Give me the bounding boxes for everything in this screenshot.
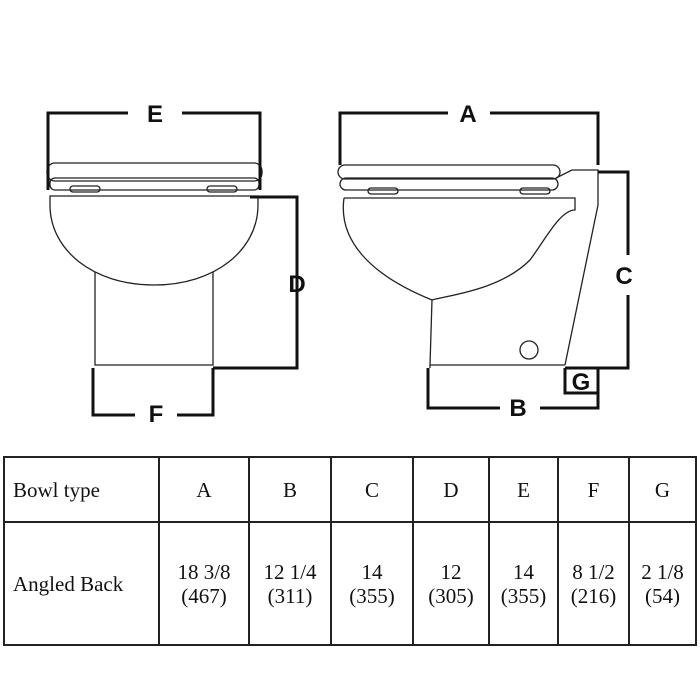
- side-view: [337, 164, 599, 368]
- value-mm: (355): [500, 583, 547, 608]
- table-cell: 14(355): [330, 521, 414, 646]
- header-cell: F: [557, 456, 630, 523]
- dimension-lines: [46, 111, 630, 417]
- value-inch: 12: [440, 559, 462, 584]
- table-cell: 12(305): [412, 521, 490, 646]
- value-inch: 12 1/4: [263, 559, 317, 584]
- value-inch: 2 1/8: [641, 559, 684, 584]
- value-mm: (54): [645, 583, 680, 608]
- table-header-row: Bowl type A B C D E F G: [3, 456, 697, 523]
- table-cell: 8 1/2(216): [557, 521, 630, 646]
- toilet-drawing: E D F A C B G: [46, 101, 633, 428]
- dim-label-d: D: [288, 271, 305, 298]
- header-cell: G: [628, 456, 697, 523]
- dim-label-g: G: [572, 369, 591, 396]
- table-cell: 18 3/8(467): [158, 521, 250, 646]
- value-inch: 18 3/8: [177, 559, 231, 584]
- header-cell: E: [488, 456, 559, 523]
- front-view: [46, 162, 263, 366]
- row-label: Angled Back: [3, 521, 160, 646]
- value-mm: (311): [267, 583, 313, 608]
- value-mm: (355): [349, 583, 395, 608]
- value-inch: 14: [361, 559, 383, 584]
- dim-label-f: F: [149, 401, 164, 428]
- header-cell: B: [248, 456, 332, 523]
- value-inch: 14: [513, 559, 534, 584]
- header-cell: A: [158, 456, 250, 523]
- dim-label-b: B: [509, 395, 526, 422]
- value-mm: (216): [570, 583, 617, 608]
- table-row: Angled Back 18 3/8(467) 12 1/4(311) 14(3…: [3, 521, 697, 646]
- header-cell: C: [330, 456, 414, 523]
- table-cell: 12 1/4(311): [248, 521, 332, 646]
- table-cell: 2 1/8(54): [628, 521, 697, 646]
- table-cell: 14(355): [488, 521, 559, 646]
- value-inch: 8 1/2: [572, 559, 615, 584]
- dim-label-e: E: [147, 101, 163, 128]
- header-cell: D: [412, 456, 490, 523]
- dimension-table: Bowl type A B C D E F G Angled Back 18 3…: [3, 456, 697, 646]
- value-mm: (467): [181, 583, 227, 608]
- dim-label-c: C: [615, 263, 632, 290]
- dim-label-a: A: [459, 101, 476, 128]
- value-mm: (305): [428, 583, 474, 608]
- header-cell: Bowl type: [3, 456, 160, 523]
